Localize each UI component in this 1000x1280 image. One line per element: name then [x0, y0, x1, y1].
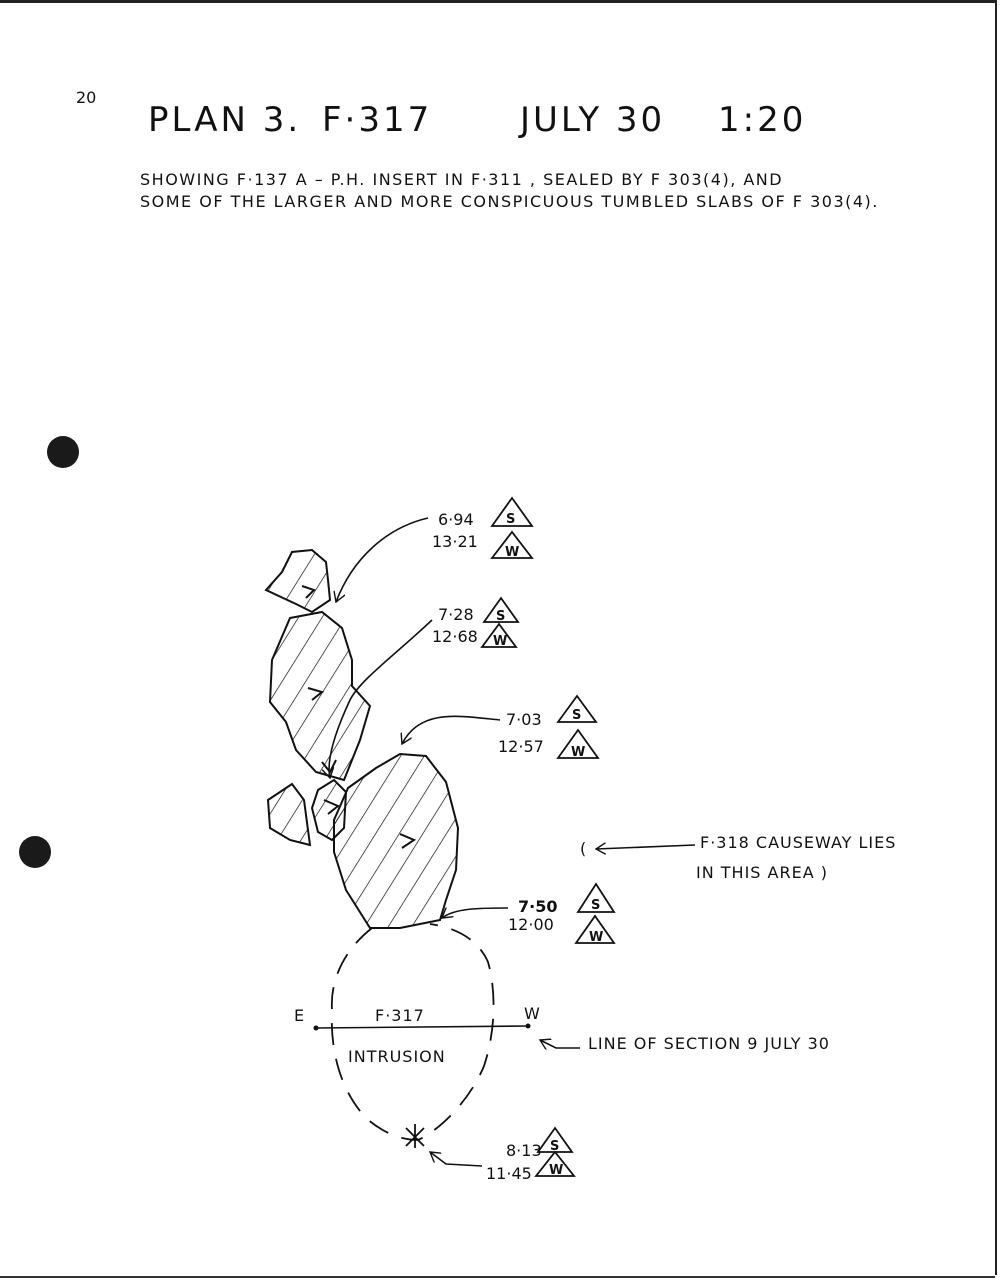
causeway-note-line-1: F·318 CAUSEWAY LIES [700, 833, 896, 852]
triangle-s-icon [556, 694, 598, 723]
triangle-w-icon [490, 530, 534, 559]
level-5-upper: 8·13 [506, 1141, 542, 1160]
triangle-1-w-label: W [505, 545, 519, 560]
level-4-lower: 12·00 [508, 915, 554, 934]
level-4-upper: 7·50 [518, 897, 557, 916]
triangle-s-icon [482, 596, 520, 623]
page-number: 20 [76, 88, 97, 107]
section-end-east [313, 1025, 319, 1031]
plan-title: PLAN 3. [148, 100, 302, 140]
triangle-w-icon [556, 728, 600, 759]
slab-large [333, 752, 460, 929]
level-2-lower: 12·68 [432, 627, 478, 646]
level-1-lower: 13·21 [432, 532, 478, 551]
date-title: JULY 30 [520, 100, 666, 140]
page-border-bottom [0, 1276, 995, 1278]
level-2-upper: 7·28 [438, 605, 474, 624]
triangle-2-s-label: S [496, 609, 505, 624]
triangle-3-s-label: S [572, 708, 581, 723]
subtitle-line-2: SOME OF THE LARGER AND MORE CONSPICUOUS … [140, 192, 879, 211]
triangle-2-w-label: W [493, 634, 507, 649]
level-3-lower: 12·57 [498, 737, 544, 756]
feature-title: F·317 [322, 100, 433, 140]
intrusion-outline [330, 923, 495, 1141]
triangle-3-w-label: W [571, 745, 585, 760]
level-5-lower: 11·45 [486, 1164, 532, 1183]
punch-hole-lower [19, 836, 51, 868]
scale-title: 1:20 [718, 100, 807, 140]
level-1-upper: 6·94 [438, 510, 474, 529]
punch-hole-upper [47, 436, 79, 468]
triangle-5-s-label: S [550, 1139, 559, 1154]
slab-small-left [266, 782, 312, 847]
east-label: E [294, 1006, 304, 1025]
triangle-4-s-label: S [591, 898, 600, 913]
page-border-top [0, 0, 995, 3]
level-point-marker [405, 1124, 425, 1148]
level-3-upper: 7·03 [506, 710, 542, 729]
triangle-5-w-label: W [549, 1163, 563, 1178]
subtitle-line-1: SHOWING F·137 A – P.H. INSERT IN F·311 ,… [140, 170, 784, 189]
causeway-bracket: ( [580, 839, 586, 858]
triangle-w-icon [574, 914, 616, 944]
leader-lines [329, 517, 696, 1167]
slab-upper [268, 610, 372, 782]
triangle-s-icon [576, 882, 616, 913]
triangle-4-w-label: W [589, 930, 603, 945]
section-note: LINE OF SECTION 9 JULY 30 [588, 1034, 830, 1053]
triangle-w-icon [534, 1150, 576, 1177]
triangle-w-icon [480, 622, 518, 648]
section-line [315, 1025, 529, 1029]
feature-label: F·317 [375, 1006, 425, 1025]
triangle-1-s-label: S [506, 512, 515, 527]
causeway-note-line-2: IN THIS AREA ) [696, 863, 828, 882]
triangle-s-icon [490, 496, 534, 527]
intrusion-label: INTRUSION [348, 1047, 446, 1066]
slab-arrows [301, 585, 417, 849]
west-label: W [524, 1004, 540, 1023]
page-border-right [995, 0, 997, 1275]
section-end-west [525, 1023, 531, 1029]
slab-top [264, 548, 332, 614]
